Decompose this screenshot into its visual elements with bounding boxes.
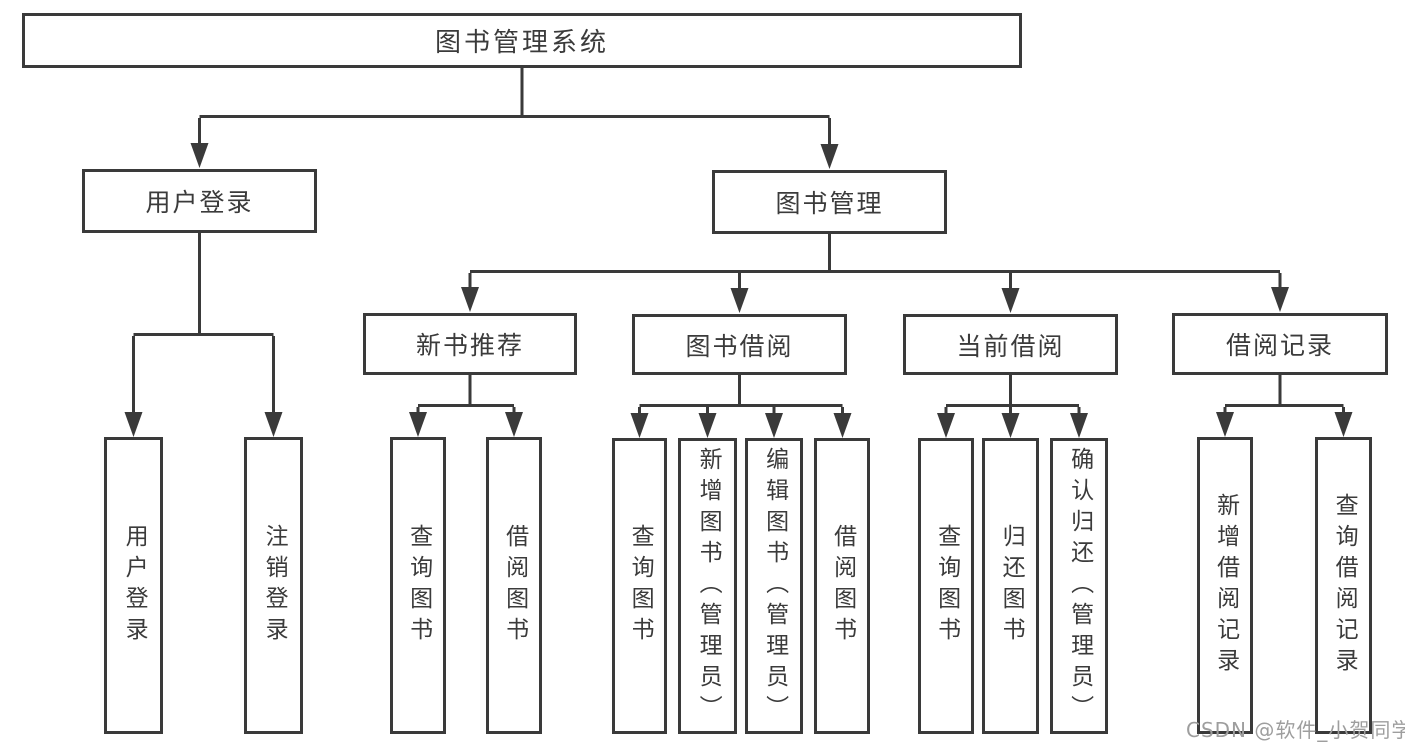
- leaf-edit-book-admin-label: 编辑图书（管理员）: [761, 446, 788, 726]
- leaf-query-borrow-record-label: 查询借阅记录: [1331, 492, 1358, 679]
- node-root: 图书管理系统: [22, 13, 1022, 68]
- node-borrowing-records-label: 借阅记录: [1225, 331, 1334, 360]
- leaf-query-books-borrowing-label: 查询图书: [627, 524, 654, 648]
- leaf-confirm-return-admin: 确认归还（管理员）: [1050, 438, 1108, 734]
- csdn-watermark: CSDN @软件_小贺同学: [1186, 718, 1405, 742]
- leaf-query-books-current-label: 查询图书: [933, 524, 960, 648]
- leaf-query-books-newrec: 查询图书: [390, 437, 446, 734]
- leaf-borrow-books-borrowing: 借阅图书: [814, 438, 870, 734]
- leaf-logout-label: 注销登录: [261, 523, 288, 648]
- leaf-return-book-label: 归还图书: [998, 524, 1025, 648]
- node-new-book-recommendation: 新书推荐: [363, 313, 577, 375]
- leaf-logout: 注销登录: [244, 437, 303, 734]
- node-user-login-label: 用户登录: [145, 188, 254, 217]
- leaf-borrow-books-newrec: 借阅图书: [486, 437, 542, 734]
- leaf-query-books-current: 查询图书: [918, 438, 974, 734]
- leaf-add-borrow-record-label: 新增借阅记录: [1212, 492, 1239, 679]
- node-user-login: 用户登录: [82, 169, 317, 233]
- leaf-return-book: 归还图书: [982, 438, 1039, 734]
- node-new-book-recommendation-label: 新书推荐: [415, 331, 524, 360]
- node-book-management-label: 图书管理: [775, 189, 884, 218]
- leaf-confirm-return-admin-label: 确认归还（管理员）: [1066, 446, 1093, 726]
- leaf-edit-book-admin: 编辑图书（管理员）: [745, 438, 803, 734]
- node-book-borrowing-label: 图书借阅: [685, 331, 794, 361]
- node-borrowing-records: 借阅记录: [1172, 313, 1388, 375]
- node-current-borrowing: 当前借阅: [903, 314, 1118, 375]
- node-book-borrowing: 图书借阅: [632, 314, 847, 375]
- leaf-add-book-admin: 新增图书（管理员）: [678, 438, 737, 734]
- leaf-query-borrow-record: 查询借阅记录: [1315, 437, 1372, 734]
- leaf-borrow-books-newrec-label: 借阅图书: [501, 523, 528, 648]
- node-book-management: 图书管理: [712, 170, 947, 234]
- node-current-borrowing-label: 当前借阅: [956, 331, 1065, 361]
- leaf-add-book-admin-label: 新增图书（管理员）: [695, 446, 722, 726]
- leaf-borrow-books-borrowing-label: 借阅图书: [829, 524, 856, 648]
- leaf-user-login-label: 用户登录: [121, 523, 148, 648]
- leaf-add-borrow-record: 新增借阅记录: [1197, 437, 1253, 734]
- leaf-query-books-borrowing: 查询图书: [612, 438, 667, 734]
- leaf-user-login: 用户登录: [104, 437, 163, 734]
- leaf-query-books-newrec-label: 查询图书: [405, 523, 432, 648]
- node-root-label: 图书管理系统: [434, 28, 609, 58]
